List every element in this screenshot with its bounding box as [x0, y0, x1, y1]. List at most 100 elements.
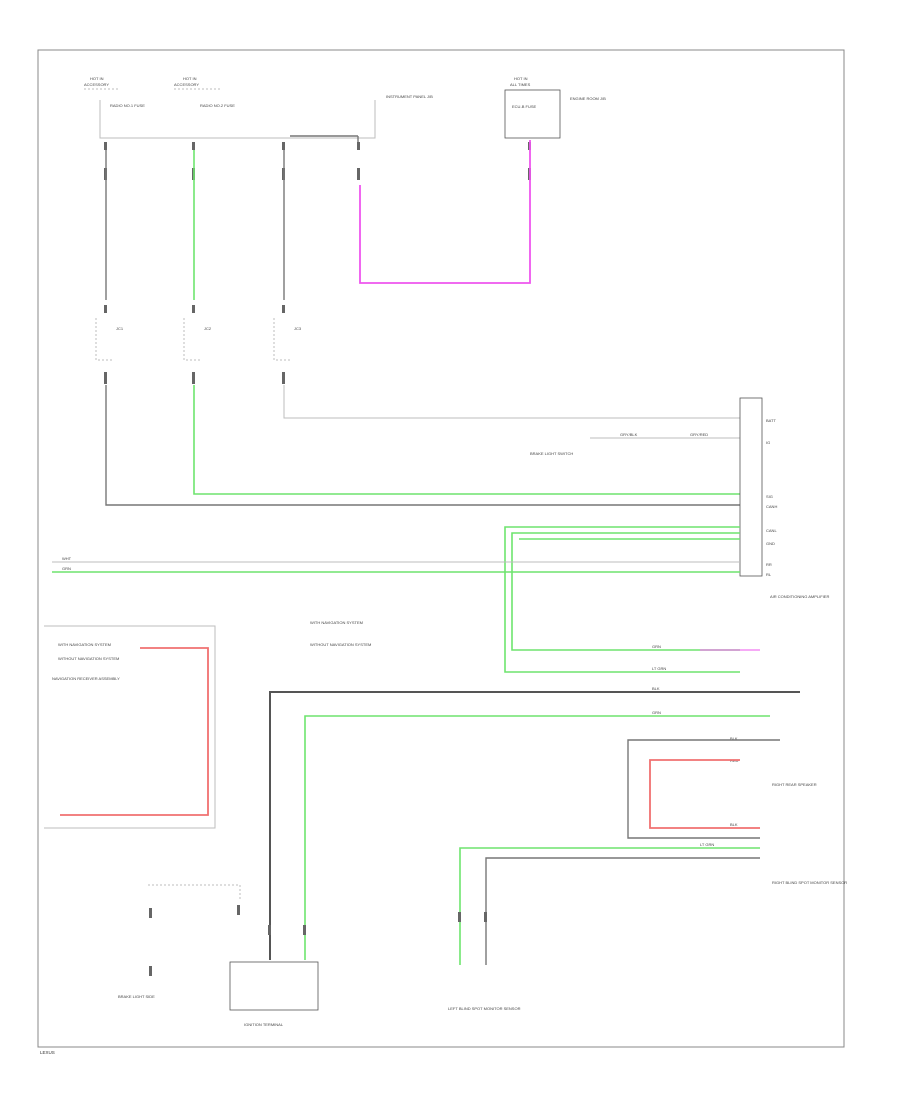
conn-top-2	[192, 142, 195, 150]
ecu-pin-rr: RR	[766, 562, 772, 567]
fuse-2-label: RADIO NO.2 FUSE	[200, 103, 235, 108]
left-sensor-label: LEFT BLIND SPOT MONITOR SENSOR	[448, 1006, 521, 1011]
brake-light-side-group: BRAKE LIGHT SIDE	[118, 884, 241, 999]
wire-col-1-lower	[105, 385, 740, 506]
right-wire-8: LT GRN	[700, 842, 714, 847]
junction-block-label: INSTRUMENT PANEL J/B	[386, 94, 433, 99]
fuse-1-group: HOT IN ACCESSORY RADIO NO.1 FUSE	[84, 76, 145, 108]
fuse-2-header: HOT IN	[183, 76, 197, 81]
brake-wire-2: GRY/RED	[690, 432, 708, 437]
junction-block-outline	[99, 100, 376, 139]
fuse-1-label: RADIO NO.1 FUSE	[110, 103, 145, 108]
left-note-1: WITH NAVIGATION SYSTEM	[58, 642, 111, 647]
conn-top-4	[357, 142, 360, 150]
top-connectors	[104, 142, 531, 180]
brake-switch-group: BRAKE LIGHT SWITCH GRY/BLK GRY/RED	[530, 432, 740, 456]
splice-group: JC1 JC2 JC3	[95, 305, 302, 384]
right-wire-3: BLK	[652, 686, 660, 691]
right-wire-2: LT GRN	[652, 666, 666, 671]
ecu-b-fuse-label: ECU-B FUSE	[512, 104, 537, 109]
green-wire-to-ignition	[304, 715, 770, 960]
left-sensor-conn-2	[484, 912, 487, 922]
right-wire-1: GRN	[652, 644, 661, 649]
wire-col-2-lower	[193, 385, 740, 495]
ignition-terminal-box	[229, 961, 319, 1011]
engine-room-jb-label: ENGINE ROOM J/B	[570, 96, 606, 101]
left-wire-2-label: GRN	[62, 566, 71, 571]
left-module-outline	[44, 625, 216, 829]
ign-conn-2	[268, 925, 271, 935]
splice-1-label: JC1	[116, 326, 124, 331]
ecu-pin-gnd: GND	[766, 541, 775, 546]
conn-top-1	[104, 142, 107, 150]
left-note-2: WITHOUT NAVIGATION SYSTEM	[58, 656, 119, 661]
splice-2-outline	[183, 318, 200, 361]
ecu-pin-canl: CANL	[766, 528, 777, 533]
brake-side-outline	[148, 884, 241, 900]
right-wire-5: BLK	[730, 736, 738, 741]
pink-wire	[359, 140, 531, 284]
splice-conn-2	[192, 305, 195, 313]
ecu-b-header: HOT IN	[514, 76, 528, 81]
wire-col-3-lower	[283, 385, 740, 419]
ignition-terminal-label: IGNITION TERMINAL	[244, 1022, 284, 1027]
splice-1-outline	[95, 318, 112, 361]
ecu-connector-body	[739, 397, 763, 577]
splice-3-label: JC3	[294, 326, 302, 331]
right-sensor-label: RIGHT BLIND SPOT MONITOR SENSOR	[772, 880, 847, 885]
center-note-1: WITH NAVIGATION SYSTEM	[310, 620, 363, 625]
center-note-2: WITHOUT NAVIGATION SYSTEM	[310, 642, 371, 647]
green-bus-2	[511, 532, 740, 651]
ecu-b-sub: ALL TIMES	[510, 82, 531, 87]
left-wire-1-label: WHT	[62, 556, 72, 561]
gray-wire-to-left-sensor	[485, 857, 760, 965]
right-speaker-label: RIGHT REAR SPEAKER	[772, 782, 817, 787]
dark-wire-to-ignition	[269, 691, 800, 960]
brake-light-side-label: BRAKE LIGHT SIDE	[118, 994, 155, 999]
right-red-loop	[649, 759, 760, 829]
left-sensor-group: LEFT BLIND SPOT MONITOR SENSOR	[448, 912, 521, 1011]
right-gray-loop	[627, 739, 780, 839]
conn-top-4b	[357, 168, 360, 180]
fuse-2-sub: ACCESSORY	[174, 82, 199, 87]
splice-conn-1b	[104, 372, 107, 384]
ecu-pin-sig: SIG	[766, 494, 773, 499]
brake-switch-label: BRAKE LIGHT SWITCH	[530, 451, 573, 456]
ecu-connector-strip: BATT IG SIG CANH CANL GND RR RL AIR COND…	[739, 397, 829, 599]
green-bus-1	[504, 526, 740, 673]
splice-3-outline	[273, 318, 290, 361]
fuse-1-sub: ACCESSORY	[84, 82, 109, 87]
splice-conn-3b	[282, 372, 285, 384]
brake-wire-1: GRY/BLK	[620, 432, 638, 437]
ecu-pin-batt: BATT	[766, 418, 776, 423]
ign-conn-3	[303, 925, 306, 935]
diagram-frame	[37, 49, 845, 1048]
ecu-b-fuse-box	[504, 89, 561, 139]
right-mid-wires: GRN LT GRN BLK GRN BLK RED BLK LT GRN	[652, 644, 760, 847]
conn-top-3	[282, 142, 285, 150]
ecu-pin-ig: IG	[766, 440, 770, 445]
right-wire-4: GRN	[652, 710, 661, 715]
ecu-pin-rl: RL	[766, 572, 772, 577]
left-module-label: NAVIGATION RECEIVER ASSEMBLY	[52, 676, 120, 681]
ignition-terminal-group: IGNITION TERMINAL	[229, 905, 319, 1027]
splice-conn-3	[282, 305, 285, 313]
brake-side-conn-1	[149, 908, 152, 918]
fuse-1-header: HOT IN	[90, 76, 104, 81]
ign-conn-1	[237, 905, 240, 915]
page-tag: LEXUS	[40, 1050, 55, 1055]
ecu-b-fuse-group: HOT IN ALL TIMES ECU-B FUSE ENGINE ROOM …	[504, 76, 606, 139]
fuse-2-group: HOT IN ACCESSORY RADIO NO.2 FUSE	[174, 76, 235, 108]
splice-conn-2b	[192, 372, 195, 384]
brake-side-conn-2	[149, 966, 152, 976]
left-module-group: WITH NAVIGATION SYSTEM WITHOUT NAVIGATIO…	[44, 625, 216, 829]
splice-conn-1	[104, 305, 107, 313]
ecu-label: AIR CONDITIONING AMPLIFIER	[770, 594, 829, 599]
left-module-red-wire	[60, 647, 209, 816]
left-sensor-conn-1	[458, 912, 461, 922]
right-wire-7: BLK	[730, 822, 738, 827]
green-wire-to-left-sensor	[459, 847, 760, 965]
ecu-pin-canh: CANH	[766, 504, 777, 509]
